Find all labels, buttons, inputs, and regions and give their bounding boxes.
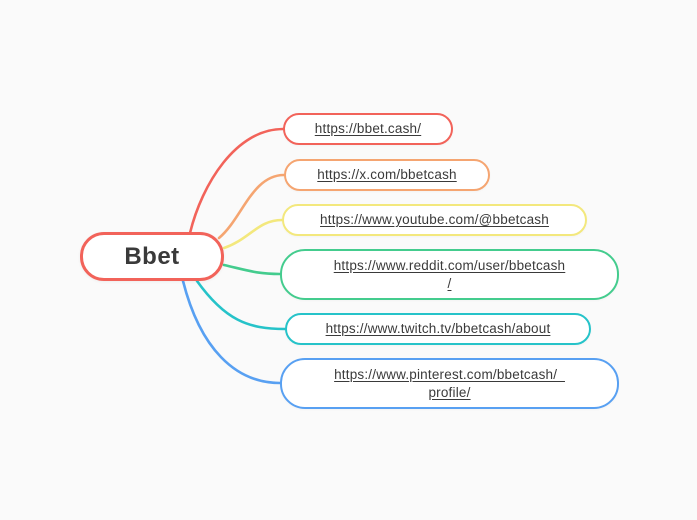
connector-twitch <box>195 279 287 331</box>
branch-link-label[interactable]: https://bbet.cash/ <box>314 121 422 136</box>
branch-link-label[interactable]: https://www.youtube.com/@bbetcash <box>320 212 549 227</box>
connector-x-com <box>217 173 286 240</box>
branch-node-youtube[interactable]: https://www.youtube.com/@bbetcash <box>282 204 587 236</box>
connector-bbet-cash <box>188 127 285 235</box>
root-node-label: Bbet <box>124 242 180 270</box>
connector-youtube <box>222 218 284 250</box>
branch-link-label[interactable]: https://www.pinterest.com/bbetcash/_ pro… <box>334 366 565 400</box>
branch-link-label[interactable]: https://www.twitch.tv/bbetcash/about <box>325 321 551 336</box>
branch-link-label[interactable]: https://x.com/bbetcash <box>317 167 457 182</box>
root-node-bbet[interactable]: Bbet <box>80 232 224 281</box>
branch-node-bbet-cash[interactable]: https://bbet.cash/ <box>283 113 453 145</box>
branch-node-x-com[interactable]: https://x.com/bbetcash <box>284 159 490 191</box>
branch-link-label[interactable]: https://www.reddit.com/user/bbetcash / <box>333 257 566 291</box>
connector-reddit <box>222 263 282 276</box>
branch-node-pinterest[interactable]: https://www.pinterest.com/bbetcash/_ pro… <box>280 358 619 409</box>
connector-pinterest <box>181 279 282 385</box>
branch-node-twitch[interactable]: https://www.twitch.tv/bbetcash/about <box>285 313 591 345</box>
branch-node-reddit[interactable]: https://www.reddit.com/user/bbetcash / <box>280 249 619 300</box>
